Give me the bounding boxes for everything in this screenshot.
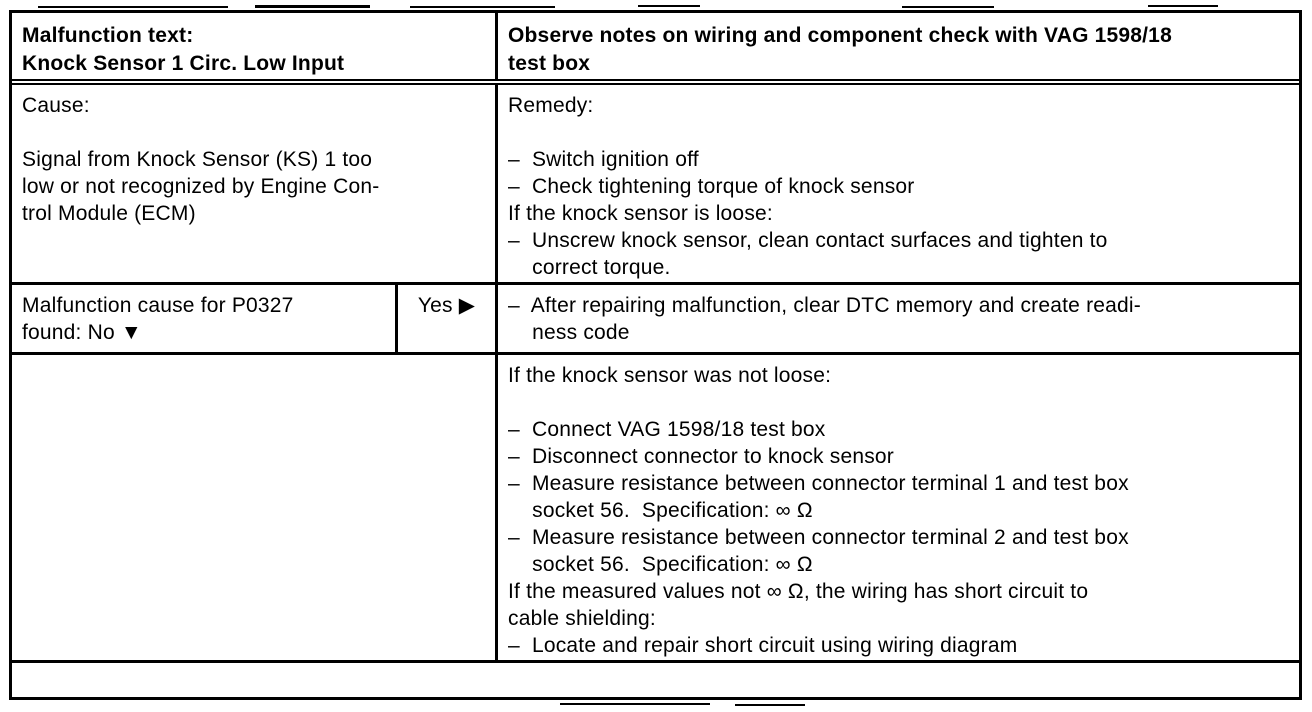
scan-artifact [735,704,805,706]
header-row: Malfunction text: Knock Sensor 1 Circ. L… [12,13,1299,85]
scan-artifact [560,703,710,705]
cause-remedy-row: Cause: Signal from Knock Sensor (KS) 1 t… [12,85,1299,285]
dtc-diagnostic-table: Malfunction text: Knock Sensor 1 Circ. L… [9,10,1302,700]
decision-row: Malfunction cause for P0327 found: No ▼ … [12,285,1299,355]
scan-artifact [902,6,994,8]
scan-artifact [410,6,555,8]
empty-left-cell [12,355,498,660]
decision-no-cell: Malfunction cause for P0327 found: No ▼ [12,285,398,352]
scan-artifact [255,5,370,8]
decision-yes-cell: Yes ▶ [398,285,498,352]
remedy-cell: Remedy: – Switch ignition off – Check ti… [508,94,1108,279]
empty-footer-row [12,663,1299,697]
malfunction-text-cell: Malfunction text: Knock Sensor 1 Circ. L… [12,13,498,79]
after-repair-cell: – After repairing malfunction, clear DTC… [508,294,1141,344]
scan-artifact [1148,5,1218,7]
not-loose-procedure-cell: If the knock sensor was not loose: – Con… [508,364,1129,657]
not-loose-row: If the knock sensor was not loose: – Con… [12,355,1299,663]
scan-artifact [638,5,700,7]
cause-cell: Cause: Signal from Knock Sensor (KS) 1 t… [12,85,498,282]
empty-footer-cell [12,663,32,697]
scan-artifact [38,6,228,8]
observe-notes-cell: Observe notes on wiring and component ch… [508,24,1172,75]
